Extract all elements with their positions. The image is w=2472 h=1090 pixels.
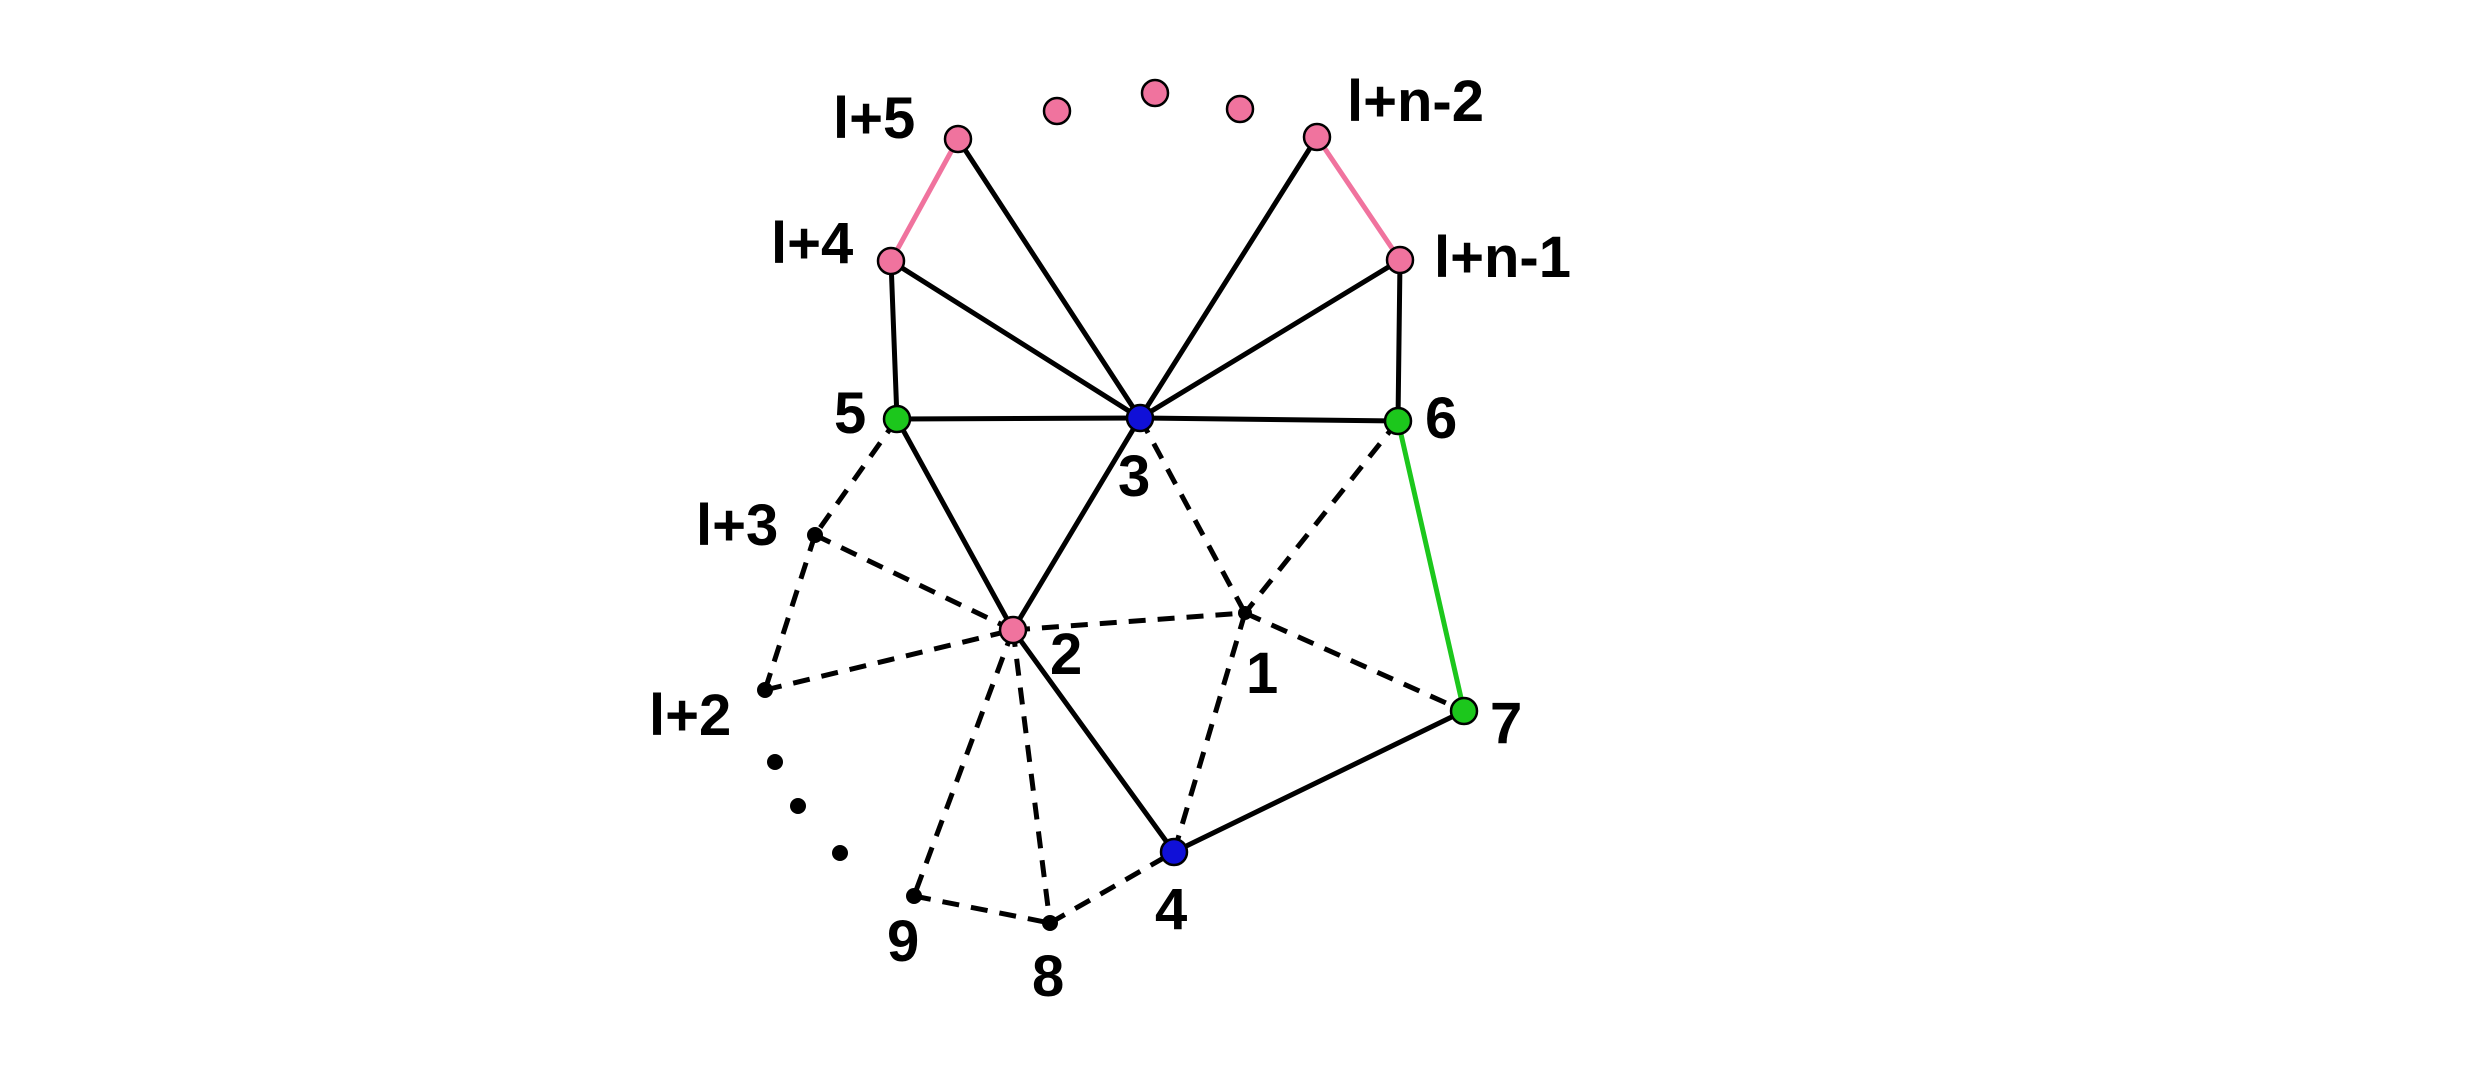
edge-n9-n8	[913, 893, 1051, 926]
node-l2	[757, 682, 773, 698]
nodes-layer	[757, 122, 1479, 931]
edge-n5-l4	[888, 258, 900, 422]
label-node-l-plus-4: l+4	[771, 211, 853, 276]
edge-n6-n1	[1243, 419, 1400, 615]
edge-n3-n6	[1137, 415, 1401, 424]
ellipsis-layer	[767, 78, 1255, 861]
ellipsis-dot-bottom-2	[790, 798, 806, 814]
ellipsis-dot-bottom-3	[832, 845, 848, 861]
label-node-6: 6	[1425, 386, 1457, 451]
edge-l2-n2	[764, 627, 1014, 693]
edges-layer	[762, 134, 1467, 926]
label-node-l-plus-3: l+3	[696, 493, 778, 558]
edge-n2-n4	[1010, 627, 1177, 855]
ellipsis-dot-bottom-1	[767, 754, 783, 770]
node-n6	[1383, 406, 1413, 436]
edge-n1-n7	[1243, 610, 1466, 714]
edge-n3-l5	[955, 136, 1143, 421]
node-n8	[1042, 915, 1058, 931]
ellipsis-dot-top-1	[1042, 96, 1072, 126]
label-node-9: 9	[887, 909, 919, 974]
label-node-l-plus-n-minus-2: l+n-2	[1347, 69, 1484, 134]
ellipsis-dot-top-3	[1225, 94, 1255, 124]
label-node-1: 1	[1246, 641, 1278, 706]
node-n5	[882, 404, 912, 434]
node-l3	[807, 527, 823, 543]
edge-n3-ln2	[1137, 134, 1320, 421]
edge-n1-n4	[1171, 612, 1248, 853]
edge-n6-n7	[1395, 418, 1467, 714]
label-node-5: 5	[834, 381, 866, 446]
node-ln1	[1385, 245, 1415, 275]
edge-l4-l5	[888, 136, 961, 264]
node-n7	[1449, 696, 1479, 726]
node-l5	[943, 124, 973, 154]
label-node-l-plus-5: l+5	[833, 86, 915, 151]
edge-n3-n5	[894, 415, 1143, 422]
label-node-7: 7	[1490, 691, 1522, 756]
edge-n3-n1	[1137, 416, 1248, 615]
node-ln2	[1302, 122, 1332, 152]
node-n1	[1238, 606, 1252, 620]
edge-n2-n8	[1010, 629, 1053, 924]
node-n4	[1159, 837, 1189, 867]
edge-n3-ln1	[1137, 257, 1403, 421]
node-n3	[1125, 403, 1155, 433]
labels-layer: 1 2 3 4 5 6 7 8 9 l+2 l+3 l+4 l+5 l+n-2 …	[649, 69, 1571, 1009]
edge-n5-l3	[812, 417, 900, 537]
edge-n3-n2	[1010, 415, 1143, 633]
node-n2	[998, 615, 1028, 645]
edge-l3-n2	[813, 532, 1015, 633]
edge-n4-n7	[1171, 708, 1467, 855]
label-node-4: 4	[1155, 877, 1187, 942]
edge-n6-ln1	[1395, 257, 1403, 424]
edge-n3-l4	[888, 258, 1143, 421]
edge-n8-n4	[1048, 849, 1176, 926]
label-node-l-plus-2: l+2	[649, 683, 731, 748]
edge-ln2-ln1	[1314, 134, 1403, 263]
edge-n2-n1	[1012, 610, 1246, 633]
node-l4	[876, 246, 906, 276]
ellipsis-dot-top-2	[1140, 78, 1170, 108]
node-n9	[906, 888, 922, 904]
edge-n2-n9	[911, 629, 1016, 897]
label-node-2: 2	[1050, 622, 1082, 687]
label-node-l-plus-n-minus-1: l+n-1	[1434, 225, 1571, 290]
edge-n5-n2	[894, 416, 1016, 633]
label-node-8: 8	[1032, 944, 1064, 1009]
label-node-3: 3	[1118, 444, 1150, 509]
